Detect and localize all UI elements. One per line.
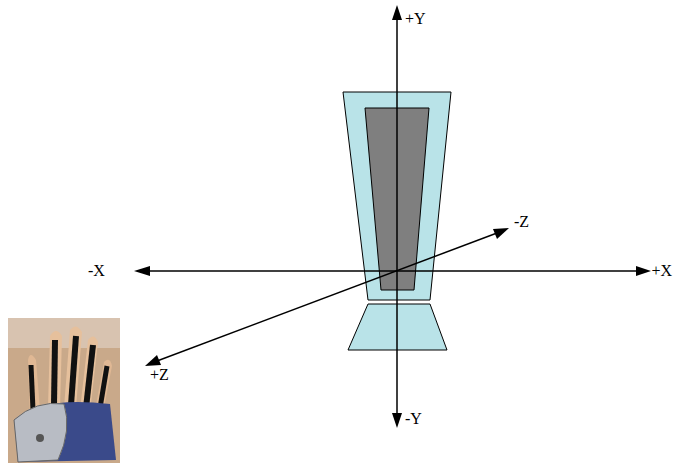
arrow-head: [493, 228, 509, 239]
axis-label: -X: [88, 262, 105, 280]
axis-label: -Z: [514, 213, 529, 231]
axis-label: -Y: [405, 410, 422, 428]
arrow-head: [392, 5, 402, 20]
y-axis: [396, 18, 398, 414]
z-axis: [157, 233, 497, 361]
axis-label: +Y: [405, 10, 426, 28]
arrow-head: [392, 413, 402, 428]
axis-label: +Z: [150, 366, 169, 384]
arrow-head: [134, 266, 150, 276]
arrow-head: [636, 266, 651, 276]
axis-label: +X: [651, 262, 672, 280]
arrow-head: [145, 355, 161, 366]
glove-photo: [8, 318, 120, 463]
